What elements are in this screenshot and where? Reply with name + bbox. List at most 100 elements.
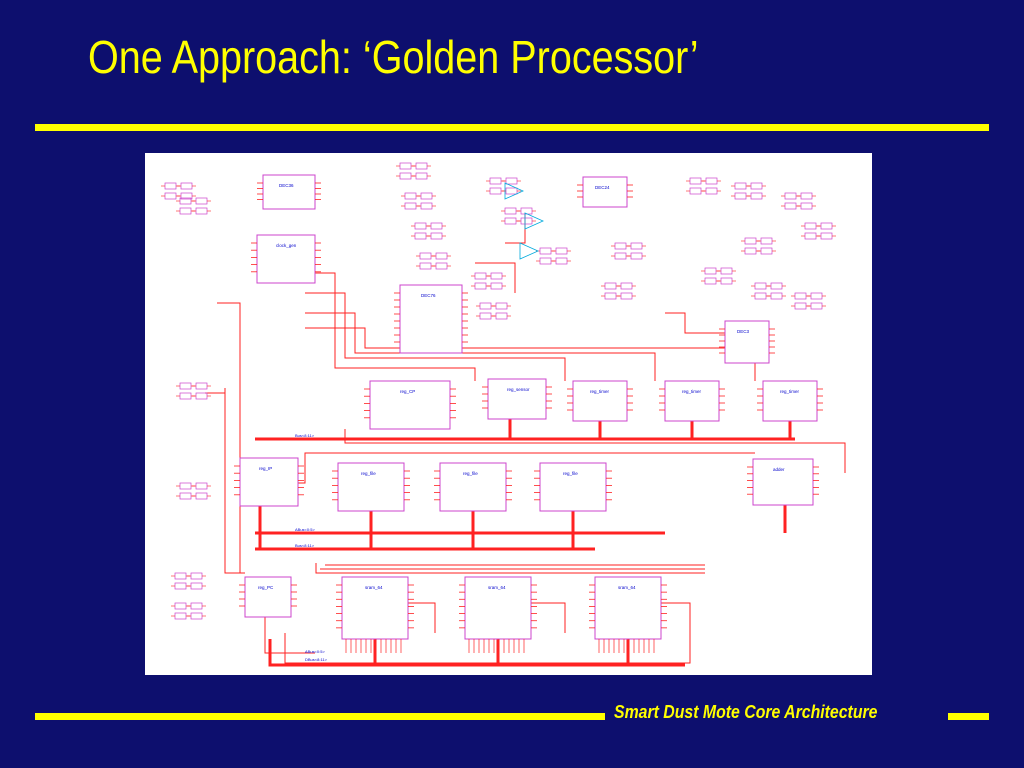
gate-7-2 <box>504 217 517 225</box>
gate-13-1 <box>800 192 813 200</box>
block-label-16: DEC36 <box>279 183 294 188</box>
gate-16-2 <box>704 277 717 285</box>
footer-rule-right <box>948 713 989 720</box>
mux-0 <box>504 182 524 200</box>
gate-0-1 <box>180 182 193 190</box>
block-box-11 <box>752 458 814 506</box>
wire-18 <box>505 213 526 244</box>
gate-3-2 <box>404 202 417 210</box>
gate-4-3 <box>430 232 443 240</box>
gate-0-0 <box>164 182 177 190</box>
block-box-16 <box>262 174 316 210</box>
block-box-8 <box>337 462 405 512</box>
gate-15-1 <box>760 237 773 245</box>
wire-16 <box>264 617 315 654</box>
gate-23-2 <box>174 582 187 590</box>
gate-8-2 <box>539 257 552 265</box>
wire-7 <box>344 429 846 473</box>
gate-20-2 <box>604 292 617 300</box>
gate-19-3 <box>630 252 643 260</box>
gate-5-0 <box>419 252 432 260</box>
gate-13-3 <box>800 202 813 210</box>
slide-footer: Smart Dust Mote Core Architecture <box>614 702 878 722</box>
gate-2-3 <box>415 172 428 180</box>
gate-4-1 <box>430 222 443 230</box>
bus-label-4: ABus<0:5> <box>305 649 325 654</box>
slide-title: One Approach: ‘Golden Processor’ <box>88 31 699 83</box>
block-label-9: reg_file <box>463 471 478 476</box>
bus-label-3: DBus<8:11> <box>305 657 328 662</box>
gate-18-1 <box>810 292 823 300</box>
gate-3-0 <box>404 192 417 200</box>
gate-6-2 <box>489 187 502 195</box>
gate-24-1 <box>190 602 203 610</box>
wire-15 <box>284 633 691 664</box>
gate-5-1 <box>435 252 448 260</box>
block-box-17 <box>582 176 628 208</box>
block-box-12 <box>244 576 292 618</box>
gate-18-2 <box>794 302 807 310</box>
wire-8 <box>295 452 755 484</box>
block-box-5 <box>664 380 720 422</box>
gate-14-2 <box>804 232 817 240</box>
block-label-15: sram_64 <box>618 585 636 590</box>
gate-10-0 <box>479 302 492 310</box>
block-box-4 <box>572 380 628 422</box>
gate-11-1 <box>705 177 718 185</box>
gate-20-1 <box>620 282 633 290</box>
bus-label-1: Bus<8:11> <box>295 543 315 548</box>
gate-9-3 <box>490 282 503 290</box>
block-box-15 <box>594 576 662 640</box>
gate-24-3 <box>190 612 203 620</box>
gate-16-3 <box>720 277 733 285</box>
title-underline <box>35 124 989 131</box>
block-label-0: clock_gen <box>276 243 297 248</box>
wire-19 <box>665 312 725 334</box>
gate-16-1 <box>720 267 733 275</box>
gate-19-1 <box>630 242 643 250</box>
gate-14-0 <box>804 222 817 230</box>
gate-17-2 <box>754 292 767 300</box>
block-label-6: reg_timer <box>780 389 800 394</box>
bus-label-0: Bus<8:11> <box>295 433 315 438</box>
gate-13-2 <box>784 202 797 210</box>
gate-1-2 <box>179 207 192 215</box>
gate-9-2 <box>474 282 487 290</box>
gate-19-0 <box>614 242 627 250</box>
block-label-8: reg_file <box>361 471 376 476</box>
wire-4 <box>305 292 566 381</box>
gate-14-1 <box>820 222 833 230</box>
block-box-13 <box>341 576 409 640</box>
gate-2-2 <box>399 172 412 180</box>
mux-2 <box>519 242 539 260</box>
gate-11-3 <box>705 187 718 195</box>
gate-8-3 <box>555 257 568 265</box>
gate-7-1 <box>520 207 533 215</box>
gate-4-0 <box>414 222 427 230</box>
bus-label-2: ABus<0:5> <box>295 527 315 532</box>
gate-2-1 <box>415 162 428 170</box>
gate-11-0 <box>689 177 702 185</box>
gate-22-0 <box>179 482 192 490</box>
gate-13-0 <box>784 192 797 200</box>
gate-20-0 <box>604 282 617 290</box>
gate-1-1 <box>195 197 208 205</box>
block-label-12: reg_PC <box>258 585 274 590</box>
gate-9-0 <box>474 272 487 280</box>
gate-7-0 <box>504 207 517 215</box>
gate-5-2 <box>419 262 432 270</box>
gate-18-3 <box>810 302 823 310</box>
gate-12-2 <box>734 192 747 200</box>
block-box-9 <box>439 462 507 512</box>
gate-17-3 <box>770 292 783 300</box>
block-label-11: adder <box>773 467 785 472</box>
gate-3-1 <box>420 192 433 200</box>
block-label-3: reg_sensor <box>507 387 530 392</box>
gate-6-3 <box>505 187 518 195</box>
bus-line-12 <box>268 639 685 667</box>
gate-12-1 <box>750 182 763 190</box>
gate-15-2 <box>744 247 757 255</box>
block-box-18 <box>724 320 770 364</box>
